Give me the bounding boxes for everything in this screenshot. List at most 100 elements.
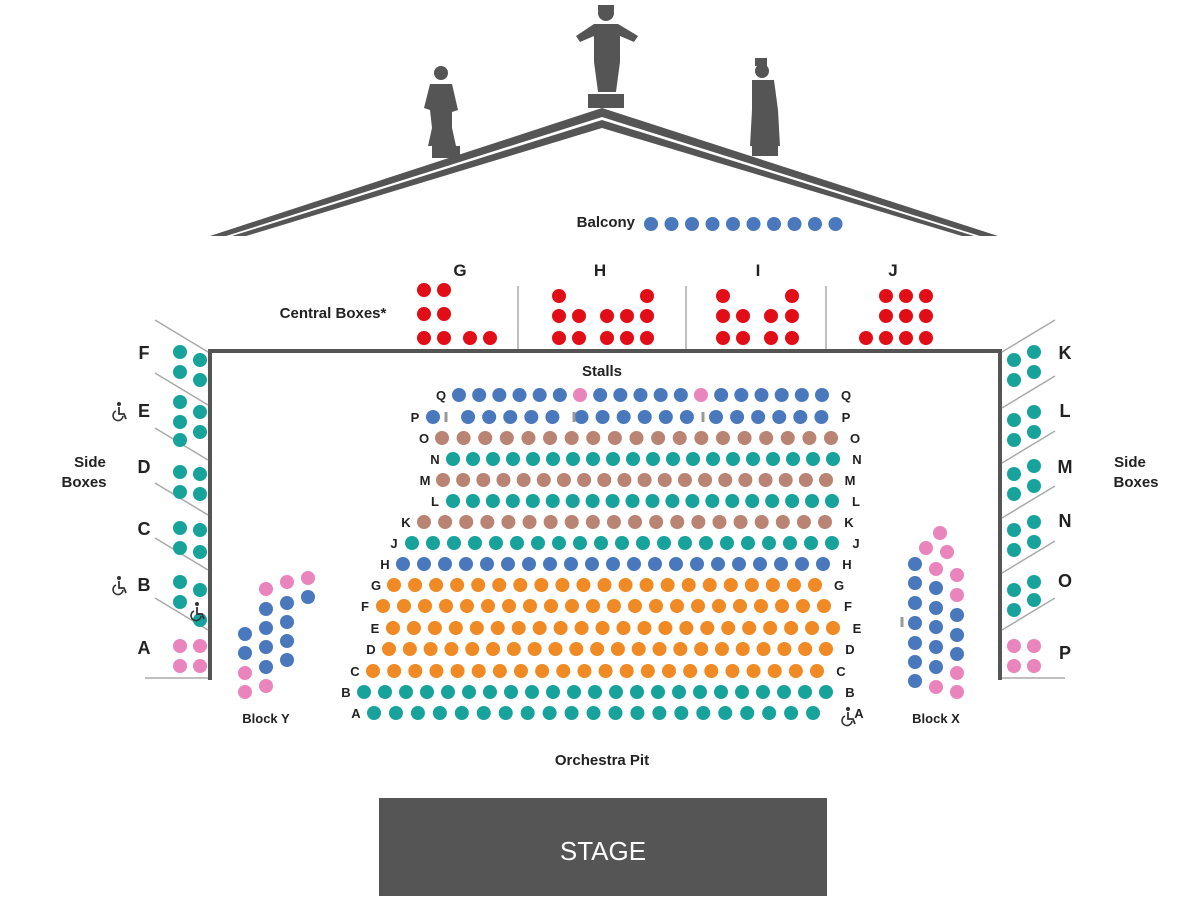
stalls-seat-e[interactable]	[826, 621, 840, 635]
stalls-seat-f[interactable]	[754, 599, 768, 613]
stalls-seat-c[interactable]	[704, 664, 719, 678]
stalls-seat-d[interactable]	[673, 642, 688, 656]
stalls-seat-g[interactable]	[702, 578, 717, 592]
stalls-seat-f[interactable]	[670, 599, 684, 613]
stalls-seat-d[interactable]	[694, 642, 709, 656]
side-box-seat-o[interactable]	[1007, 583, 1021, 597]
side-box-seat-b[interactable]	[193, 583, 207, 597]
stalls-seat-h[interactable]	[795, 557, 809, 571]
stalls-seat-a[interactable]	[388, 706, 403, 720]
stalls-seat-o[interactable]	[499, 431, 514, 445]
block-x-seat[interactable]	[908, 655, 922, 669]
block-x-seat[interactable]	[950, 628, 964, 642]
side-box-seat-n[interactable]	[1007, 543, 1021, 557]
stalls-seat-d[interactable]	[382, 642, 396, 656]
block-y-seat[interactable]	[280, 575, 294, 589]
stalls-seat-p[interactable]	[751, 410, 766, 424]
stalls-seat-q[interactable]	[653, 388, 668, 402]
side-box-seat-p[interactable]	[1007, 659, 1021, 673]
stalls-seat-m[interactable]	[778, 473, 793, 487]
block-y-seat[interactable]	[280, 653, 294, 667]
stalls-seat-k[interactable]	[649, 515, 664, 529]
central-box-seat-g[interactable]	[437, 307, 451, 321]
stalls-seat-n[interactable]	[786, 452, 800, 466]
stalls-seat-g[interactable]	[681, 578, 696, 592]
stalls-seat-n[interactable]	[726, 452, 740, 466]
stalls-seat-d[interactable]	[777, 642, 792, 656]
block-x-seat[interactable]	[929, 620, 943, 634]
block-y-seat[interactable]	[301, 590, 315, 604]
stalls-seat-o[interactable]	[435, 431, 449, 445]
central-box-seat-j[interactable]	[899, 331, 913, 345]
stalls-seat-h[interactable]	[438, 557, 452, 571]
stalls-seat-l[interactable]	[545, 494, 560, 508]
stalls-seat-e[interactable]	[700, 621, 715, 635]
block-y-seat[interactable]	[238, 666, 252, 680]
stalls-seat-b[interactable]	[483, 685, 497, 699]
stalls-seat-o[interactable]	[456, 431, 471, 445]
stalls-seat-b[interactable]	[525, 685, 539, 699]
stalls-seat-e[interactable]	[679, 621, 694, 635]
stalls-seat-q[interactable]	[492, 388, 507, 402]
stalls-seat-c[interactable]	[662, 664, 676, 678]
balcony-seat[interactable]	[787, 217, 802, 231]
stalls-seat-k[interactable]	[712, 515, 727, 529]
stalls-seat-h[interactable]	[543, 557, 557, 571]
stalls-seat-o[interactable]	[586, 431, 601, 445]
stalls-seat-a[interactable]	[806, 706, 821, 720]
block-x-seat[interactable]	[929, 680, 943, 694]
stalls-seat-m[interactable]	[476, 473, 491, 487]
stalls-seat-j[interactable]	[783, 536, 797, 550]
stalls-seat-c[interactable]	[577, 664, 592, 678]
stalls-seat-j[interactable]	[552, 536, 566, 550]
stalls-seat-p[interactable]	[426, 410, 440, 424]
side-box-seat-m[interactable]	[1007, 487, 1021, 501]
stalls-seat-g[interactable]	[618, 578, 633, 592]
stalls-seat-g[interactable]	[471, 578, 486, 592]
central-box-seat-i[interactable]	[736, 331, 750, 345]
stalls-seat-a[interactable]	[608, 706, 623, 720]
block-y-seat[interactable]	[259, 640, 273, 654]
stalls-seat-a[interactable]	[586, 706, 601, 720]
block-x-seat[interactable]	[908, 636, 922, 650]
central-box-seat-g[interactable]	[417, 283, 431, 297]
stalls-seat-p[interactable]	[772, 410, 787, 424]
stalls-seat-f[interactable]	[775, 599, 789, 613]
block-y-seat[interactable]	[259, 621, 273, 635]
side-box-seat-f[interactable]	[173, 365, 187, 379]
stalls-seat-d[interactable]	[610, 642, 625, 656]
stalls-seat-l[interactable]	[645, 494, 660, 508]
balcony-seat[interactable]	[767, 217, 781, 231]
side-box-seat-a[interactable]	[193, 659, 207, 673]
stalls-seat-f[interactable]	[544, 599, 558, 613]
balcony-seat[interactable]	[828, 217, 843, 231]
balcony-seat[interactable]	[664, 217, 679, 231]
stalls-seat-a[interactable]	[762, 706, 777, 720]
block-x-seat[interactable]	[950, 588, 964, 602]
stalls-seat-c[interactable]	[492, 664, 507, 678]
stalls-seat-a[interactable]	[542, 706, 557, 720]
stalls-seat-k[interactable]	[417, 515, 431, 529]
stalls-seat-a[interactable]	[432, 706, 447, 720]
balcony-seat[interactable]	[808, 217, 822, 231]
central-box-seat-i[interactable]	[785, 289, 799, 303]
stalls-seat-d[interactable]	[444, 642, 459, 656]
stalls-seat-n[interactable]	[706, 452, 720, 466]
stalls-seat-l[interactable]	[525, 494, 540, 508]
stalls-seat-d[interactable]	[486, 642, 501, 656]
stalls-seat-e[interactable]	[490, 621, 505, 635]
balcony-seat[interactable]	[705, 217, 720, 231]
side-box-seat-o[interactable]	[1027, 593, 1041, 607]
stalls-seat-h[interactable]	[711, 557, 725, 571]
stalls-seat-b[interactable]	[609, 685, 623, 699]
stalls-seat-d[interactable]	[756, 642, 771, 656]
central-box-seat-j[interactable]	[879, 331, 893, 345]
stalls-seat-e[interactable]	[427, 621, 442, 635]
stalls-seat-j[interactable]	[426, 536, 440, 550]
stalls-seat-d[interactable]	[798, 642, 813, 656]
stalls-seat-c[interactable]	[640, 664, 655, 678]
stalls-seat-e[interactable]	[637, 621, 652, 635]
stalls-seat-k[interactable]	[606, 515, 621, 529]
side-box-seat-d[interactable]	[173, 485, 187, 499]
stalls-seat-l[interactable]	[446, 494, 460, 508]
